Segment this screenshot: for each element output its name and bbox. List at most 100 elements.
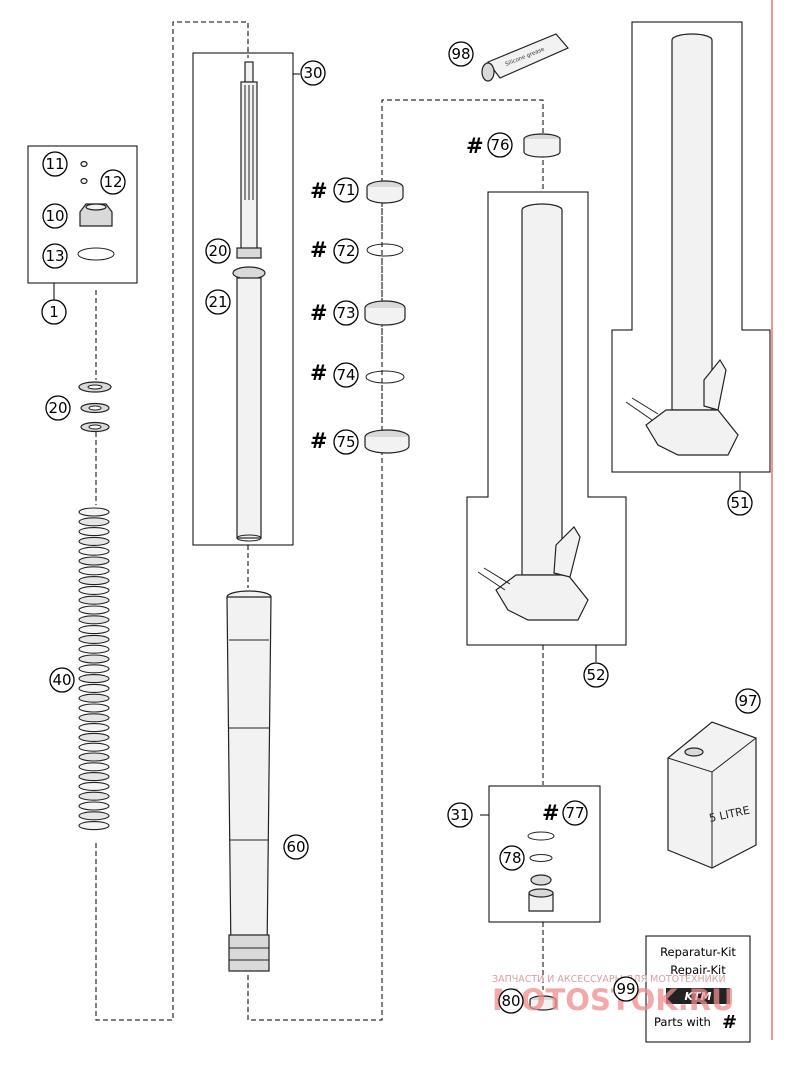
callout-71: 71 [333,177,359,203]
watermark-big-text: MOTOSTOK.RU [492,983,735,1017]
grease-tube: Silicone grease [481,33,569,82]
spring-coil [78,664,110,674]
spring-coil [78,742,110,752]
callout-circle [613,976,639,1002]
callout-number: 80 [501,992,520,1010]
spring-coil [78,654,110,664]
watermark: ЗАПЧАСТИ И АКСЕССУАРЫ ДЛЯ МОТОТЕХНИКИ MO… [492,974,735,1017]
callout-number: 21 [208,293,227,311]
callout-circle [448,41,474,67]
ktm-logo-badge [666,988,730,1004]
spring-coil [78,791,110,801]
callout-number: 76 [490,136,509,154]
spring-coil [78,566,110,576]
callout-73: 73 [333,300,359,326]
callout-number: 60 [286,838,305,856]
spring-coil [78,713,110,723]
callout-78: 78 [499,845,525,871]
callout-number: 75 [336,433,355,451]
callout-40: 40 [49,667,75,693]
callout-75: 75 [333,429,359,455]
spring-coil [78,527,110,537]
callout-number: 20 [48,399,67,417]
spring-coil [78,536,110,546]
outer-fork-tube [625,33,739,456]
callout-1: 1 [41,299,67,325]
callout-98: 98 [448,41,474,67]
spring-coil [78,781,110,791]
callout-circle [583,662,609,688]
callout-number: 30 [303,64,322,82]
callout-circle [333,177,359,203]
callout-number: 20 [208,242,227,260]
hash-mark-71: # [310,179,328,203]
callout-number: 77 [565,804,584,822]
callout-circle [487,132,513,158]
callout-circle [498,988,524,1014]
spring-coil [78,585,110,595]
callout-number: 40 [52,671,71,689]
spring-coil [78,811,110,821]
spring-coil [78,732,110,742]
callout-number: 99 [616,980,635,998]
callout-circle [41,299,67,325]
callout-circle [49,667,75,693]
callout-number: 13 [45,247,64,265]
watermark-small-text: ЗАПЧАСТИ И АКСЕССУАРЫ ДЛЯ МОТОТЕХНИКИ [492,974,726,985]
bushing-76 [523,133,561,158]
callout-number: 31 [450,806,469,824]
outer-tube-frame [611,21,771,473]
seal-80 [529,995,557,1011]
callout-10: 10 [42,203,68,229]
assembly-frames [27,21,771,923]
callout-60: 60 [283,834,309,860]
damper-cartridge [232,61,266,542]
callout-number: 74 [336,366,355,384]
repair-kit-line3: Parts with [654,1015,711,1029]
callout-51: 51 [727,490,753,516]
callout-31: 31 [447,802,473,828]
shim-stack [78,381,112,433]
callout-number: 98 [451,45,470,63]
hash-mark-75: # [310,429,328,453]
inner-tube-frame [466,191,627,646]
callout-97: 97 [735,688,761,714]
callout-circle [735,688,761,714]
callout-99: 99 [613,976,639,1002]
callout-20b: 20 [205,238,231,264]
compression-valve-frame [488,785,601,923]
repair-kit-line1: Reparatur-Kit [660,945,736,959]
callout-circle [42,243,68,269]
callout-77: 77 [562,800,588,826]
spring-coil [78,605,110,615]
callout-circle [562,800,588,826]
hash-mark-73: # [310,301,328,325]
callout-number: 11 [45,155,64,173]
hash-marks: # # # # # # # [310,134,560,825]
spring-coil [78,752,110,762]
cartridge-frame [192,52,294,546]
callout-circle [333,300,359,326]
spring-coil [78,772,110,782]
spring-coil [78,634,110,644]
cap-assembly-parts [77,160,115,261]
spring-coil [78,801,110,811]
hash-mark-74: # [310,361,328,385]
callout-number: 51 [730,494,749,512]
callout-circle [727,490,753,516]
callout-76: 76 [487,132,513,158]
spring-coil [78,625,110,635]
callout-number: 12 [103,173,122,191]
callout-circle [333,238,359,264]
callout-circle [100,169,126,195]
callout-circle [45,395,71,421]
callout-number: 71 [336,181,355,199]
cap-assembly-frame [27,145,138,284]
inner-fork-tube [477,203,589,621]
spring-coil [78,683,110,693]
hash-mark-77: # [542,801,560,825]
callout-80: 80 [498,988,524,1014]
callout-13: 13 [42,243,68,269]
spring-coil [78,507,110,517]
